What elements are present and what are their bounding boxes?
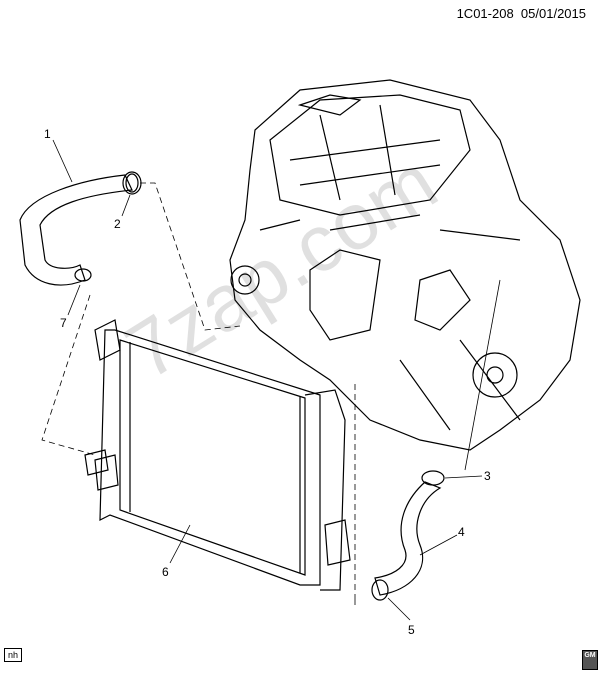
callout-6: 6	[162, 565, 169, 579]
upper-radiator-hose	[19, 173, 139, 286]
leader-lines	[52, 139, 483, 621]
hose-clamp-5	[371, 579, 389, 601]
diagram-header: 1C01-208 05/01/2015	[457, 6, 586, 21]
routing-line-lower-left	[41, 294, 96, 456]
gm-logo: GM	[582, 650, 598, 670]
hose-clamp-3	[421, 470, 445, 486]
routing-line-upper	[140, 182, 241, 331]
callout-4: 4	[458, 525, 465, 539]
callout-7: 7	[60, 316, 67, 330]
engine-assembly	[229, 79, 581, 451]
routing-line-engine	[464, 279, 501, 471]
callout-3: 3	[484, 469, 491, 483]
hose-clamp-7	[74, 268, 92, 282]
radiator	[84, 319, 351, 591]
callout-1: 1	[44, 127, 51, 141]
nh-badge: nh	[4, 648, 23, 662]
diagram-id: 1C01-208	[456, 6, 514, 21]
diagram-date: 05/01/2015	[520, 6, 586, 21]
callout-2: 2	[114, 217, 121, 231]
callout-5: 5	[408, 623, 415, 637]
lower-radiator-hose	[374, 481, 442, 596]
